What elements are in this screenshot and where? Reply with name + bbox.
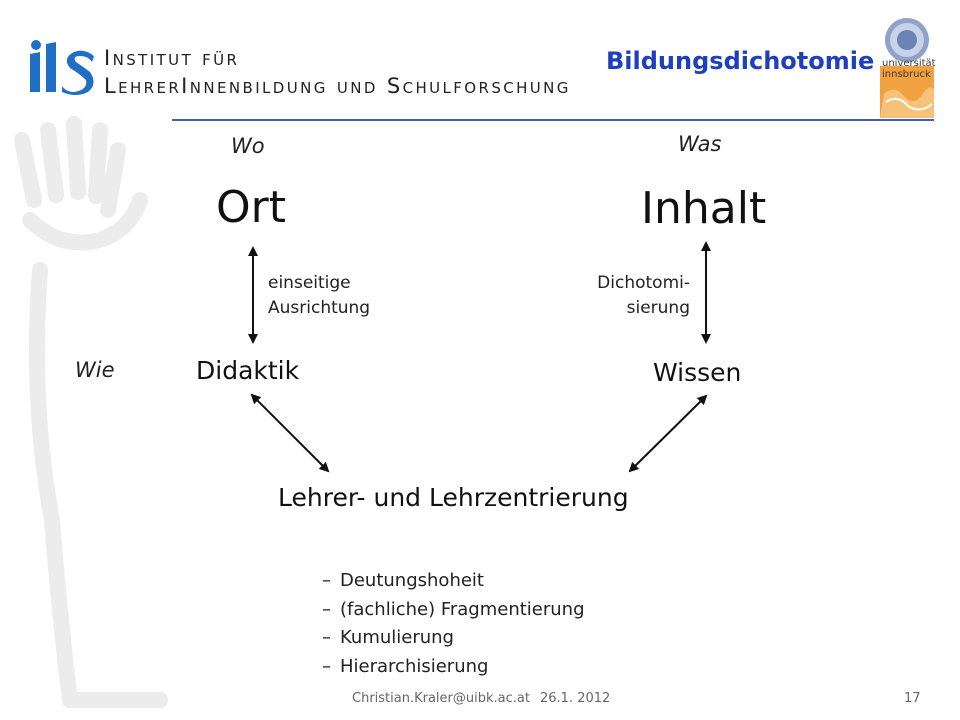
slide-title: Bildungsdichotomie <box>606 47 875 75</box>
bullet-dash: – <box>322 570 331 591</box>
list-item: –Kumulierung <box>322 624 585 653</box>
bullet-dash: – <box>322 598 331 620</box>
footer-date: 26.1. 2012 <box>540 691 611 706</box>
node-inhalt: Inhalt <box>641 183 767 234</box>
node-lehrerzentrierung: Lehrer- und Lehrzentrierung <box>278 483 629 512</box>
university-logo <box>880 14 934 118</box>
list-item: –(fachliche) Fragmentierung <box>322 596 585 625</box>
arrow-wissen-center <box>628 394 708 473</box>
node-didaktik: Didaktik <box>196 356 300 385</box>
list-item: –Hierarchisierung <box>322 653 585 682</box>
institute-name-line2: LehrerInnenbildung und Schulforschung <box>104 74 571 98</box>
list-item-text: Deutungshoheit <box>340 570 484 591</box>
ils-logo <box>30 40 94 95</box>
list-item-text: (fachliche) Fragmentierung <box>340 598 585 620</box>
institute-name-line1: Institut für <box>104 46 240 70</box>
note-line: einseitige <box>268 273 351 293</box>
university-logo-text: universität innsbruck <box>882 58 936 80</box>
page-number: 17 <box>904 691 921 706</box>
bullet-dash: – <box>322 627 331 648</box>
background-figure-graphic <box>14 116 168 708</box>
label-wie: Wie <box>75 358 115 382</box>
list-item-text: Kumulierung <box>340 627 454 648</box>
note-line: sierung <box>626 298 690 318</box>
label-wo: Wo <box>231 134 265 158</box>
header-divider <box>172 119 934 121</box>
bullet-dash: – <box>322 655 331 677</box>
label-was: Was <box>678 132 722 156</box>
arrow-didaktik-center <box>250 393 330 473</box>
consequences-list: –Deutungshoheit –(fachliche) Fragmentier… <box>322 567 585 681</box>
note-line: Dichotomi- <box>597 273 690 293</box>
list-item-text: Hierarchisierung <box>340 655 489 677</box>
note-line: Ausrichtung <box>268 298 371 318</box>
list-item: –Deutungshoheit <box>322 567 585 596</box>
node-wissen: Wissen <box>653 358 742 387</box>
footer-email: Christian.Kraler@uibk.ac.at <box>352 691 530 706</box>
node-ort: Ort <box>216 182 286 233</box>
note-einseitige-ausrichtung: einseitige Ausrichtung <box>268 271 370 321</box>
note-dichotomisierung: Dichotomi- sierung <box>560 271 690 321</box>
